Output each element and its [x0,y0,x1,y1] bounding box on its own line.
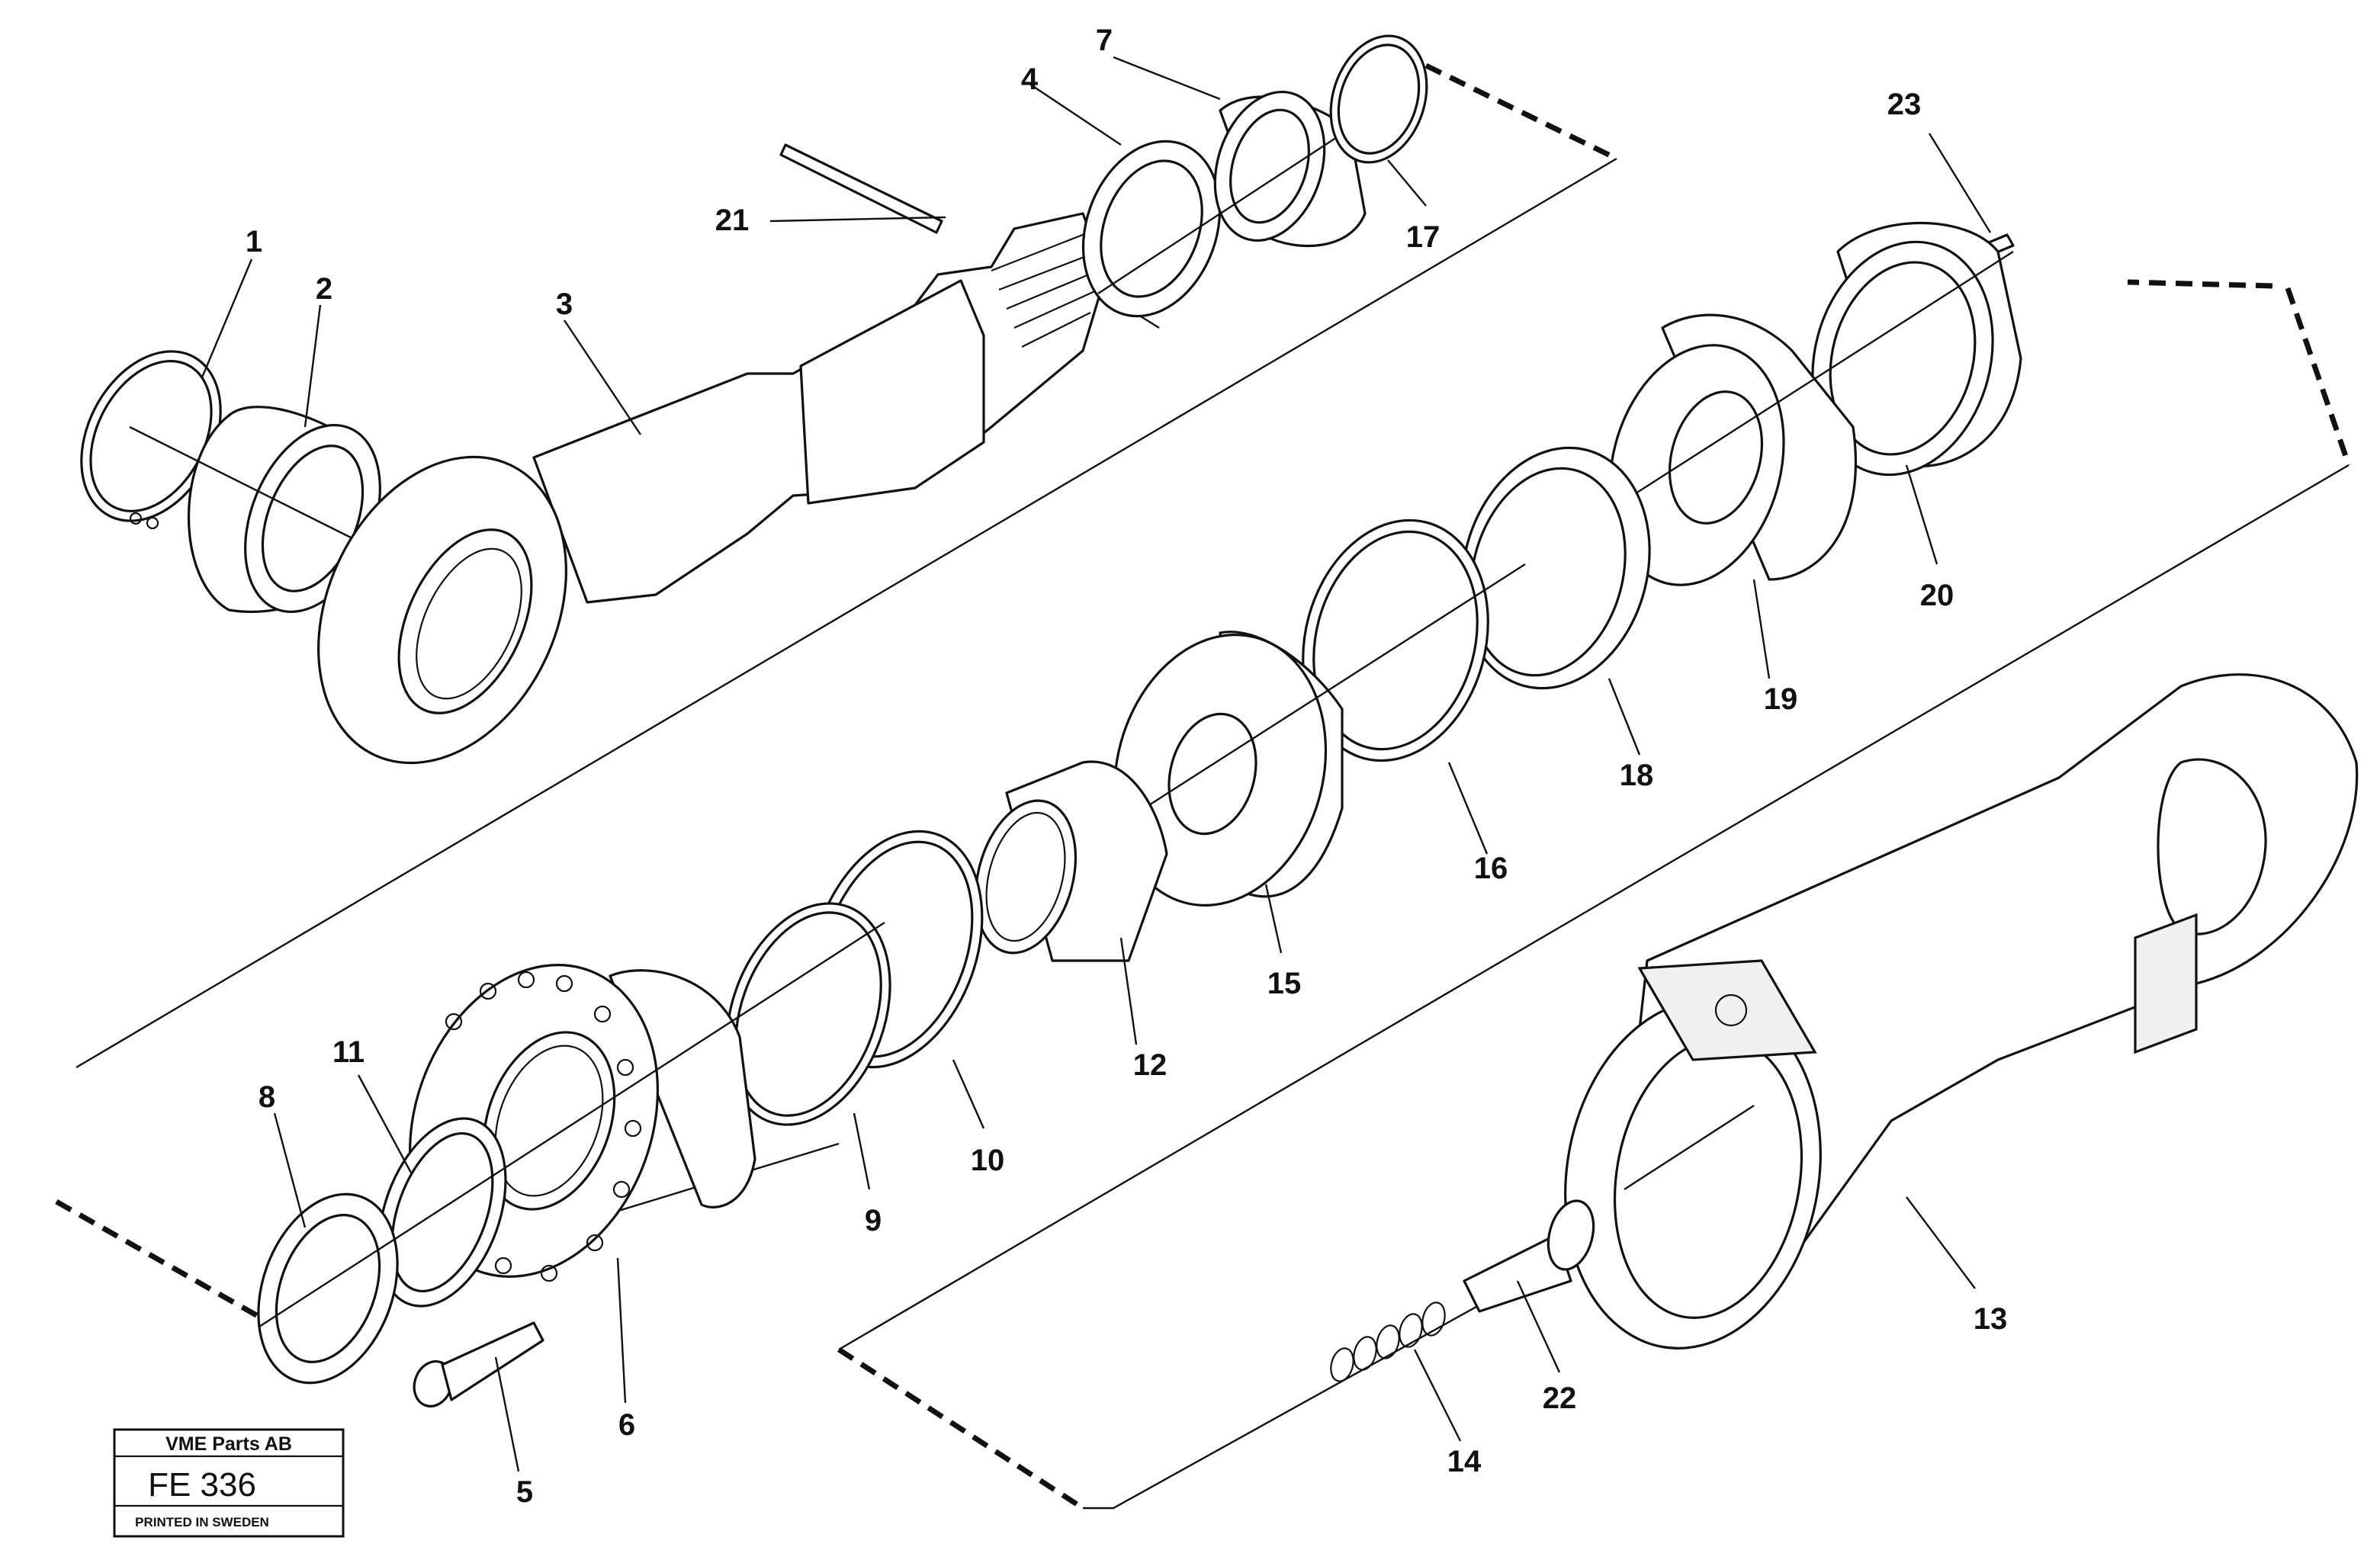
callout-12: 12 [1133,1048,1168,1082]
assembly-guide-lines [55,63,2352,1510]
callout-1: 1 [246,225,262,258]
callout-16: 16 [1474,852,1508,885]
callout-13: 13 [1974,1302,2008,1336]
part-14-spring [1330,1301,1446,1382]
part-18-guide-ring [1460,446,1651,690]
callout-9: 9 [865,1204,882,1237]
part-4-wiper-seal [1081,140,1222,318]
callout-14: 14 [1447,1445,1482,1478]
part-9-backup-ring [725,902,891,1126]
callout-15: 15 [1267,967,1302,1000]
callout-labels: 1 2 3 4 5 6 7 8 9 10 11 12 13 14 15 16 1… [246,24,2007,1509]
callout-21: 21 [715,204,750,237]
stamp-code: FE 336 [148,1466,256,1504]
callout-18: 18 [1620,759,1654,792]
callout-17: 17 [1406,220,1441,254]
callout-19: 19 [1764,682,1798,716]
callout-22: 22 [1543,1382,1577,1415]
callout-5: 5 [516,1475,533,1509]
callout-2: 2 [316,272,332,306]
part-20-housing-ring [1811,221,2022,477]
part-7-bushing [1097,82,1419,295]
callout-8: 8 [259,1080,275,1114]
part-16-piston-seal [1302,518,1489,762]
part-5-screw [413,1321,544,1407]
callout-11: 11 [332,1035,365,1069]
callout-3: 3 [556,287,573,321]
part-11-seal [377,1117,507,1308]
part-8-wiper [257,921,885,1385]
part-12-sleeve [974,760,1168,962]
part-13-cylinder-tube [1564,673,2359,1350]
part-19-piston-nut [1524,250,2014,586]
callout-7: 7 [1096,24,1113,57]
callout-20: 20 [1920,579,1954,612]
callout-4: 4 [1021,63,1039,96]
part-22-valve [1463,1199,1595,1313]
part-15-piston [1036,563,1526,907]
part-21-pin [779,143,943,234]
callout-23: 23 [1887,88,1922,121]
stamp-printed: PRINTED IN SWEDEN [135,1515,269,1529]
part-3-piston-rod [317,212,1160,765]
stamp-company: VME Parts AB [165,1433,292,1455]
callout-6: 6 [618,1408,635,1442]
part-17-o-ring [1329,34,1428,164]
leader-lines [201,56,1992,1472]
drawing-stamp: VME Parts AB FE 336 PRINTED IN SWEDEN [113,1428,345,1538]
callout-10: 10 [971,1144,1005,1177]
